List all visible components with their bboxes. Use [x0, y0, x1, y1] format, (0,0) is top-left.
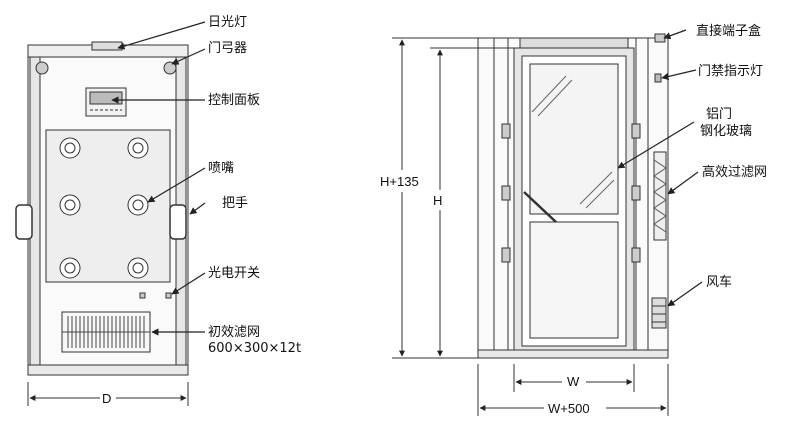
- dimension-d-label: D: [102, 391, 111, 406]
- label-primary-filter-size: 600×300×12t: [208, 341, 301, 356]
- hinge-left-1: [501, 123, 511, 139]
- door-lower-panel: [529, 221, 619, 339]
- control-panel-display: [89, 91, 123, 105]
- dimension-h: [430, 47, 514, 357]
- dimension-w-label: W: [567, 374, 580, 389]
- dimension-d: [27, 382, 189, 406]
- label-control-panel: 控制面板: [208, 93, 260, 108]
- label-fan: 风车: [706, 274, 732, 290]
- access-indicator-shape: [654, 73, 662, 83]
- label-aluminum-door: 铝门: [706, 107, 732, 122]
- label-nozzle: 喷嘴: [208, 161, 234, 176]
- label-tempered-glass: 钢化玻璃: [700, 124, 752, 139]
- dimension-w500: [477, 364, 669, 416]
- hepa-filter-pleats: [653, 159, 667, 233]
- primary-filter-slats: [62, 316, 150, 348]
- hinge-left-2: [501, 185, 511, 201]
- handle-left: [15, 204, 33, 240]
- hinge-left-3: [501, 247, 511, 263]
- label-hepa-filter: 高效过滤网: [702, 164, 767, 180]
- front-base: [27, 364, 189, 376]
- dimension-w500-label: W+500: [548, 401, 590, 416]
- side-base: [477, 349, 669, 359]
- photo-switch-left: [139, 292, 146, 299]
- photo-switch-right: [165, 292, 172, 299]
- side-view: [477, 33, 669, 359]
- hinge-right-2: [631, 185, 641, 201]
- label-door-closer: 门弓器: [208, 41, 247, 56]
- hinge-right-1: [631, 123, 641, 139]
- door-closer-left: [35, 61, 49, 75]
- label-primary-filter: 初效滤网: [208, 325, 260, 340]
- dimension-h135: [392, 37, 478, 359]
- dimension-h-label: H: [433, 193, 442, 208]
- handle-right: [169, 204, 187, 240]
- door-handle: [523, 191, 557, 223]
- door-closer-right: [163, 61, 177, 75]
- label-photo-switch: 光电开关: [208, 266, 260, 281]
- label-access-indicator: 门禁指示灯: [698, 64, 763, 79]
- fan-shape: [651, 297, 667, 329]
- dimension-w: [513, 364, 635, 392]
- nozzles: [59, 137, 149, 279]
- hinge-right-3: [631, 247, 641, 263]
- side-top-bar: [519, 37, 629, 49]
- label-handle: 把手: [222, 196, 248, 211]
- front-leaders: [111, 21, 206, 336]
- daylight-lamp-shape: [91, 41, 123, 51]
- side-leaders: [617, 29, 703, 307]
- dimension-h135-label: H+135: [380, 174, 419, 189]
- label-terminal-box: 直接端子盒: [696, 23, 761, 39]
- front-view: [15, 41, 189, 376]
- label-daylight-lamp: 日光灯: [208, 15, 247, 30]
- terminal-box-shape: [654, 33, 666, 43]
- tempered-glass-pane: [529, 63, 619, 215]
